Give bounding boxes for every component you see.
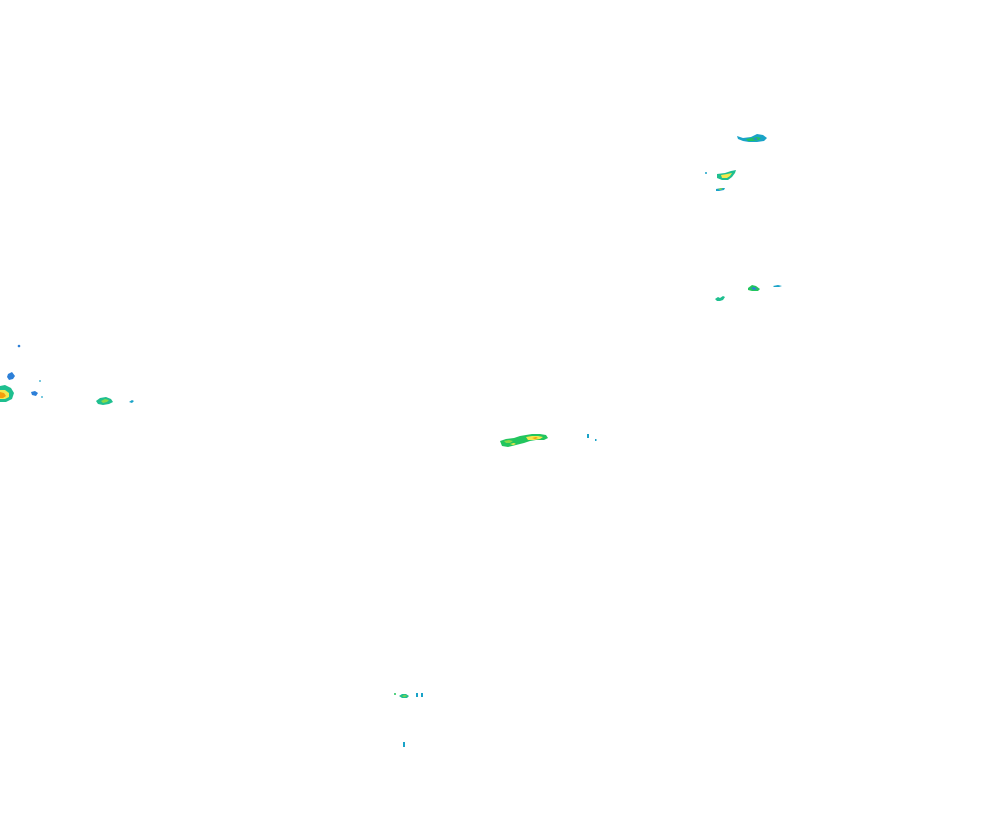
echo-cell-ne-2 [705, 170, 736, 191]
echo-cell-ne-3 [715, 285, 782, 301]
echo-cell-ne-1 [737, 134, 767, 142]
echo-cell-south [394, 693, 423, 747]
echo-cell-west [0, 344, 134, 405]
echo-cell-center [500, 434, 597, 447]
